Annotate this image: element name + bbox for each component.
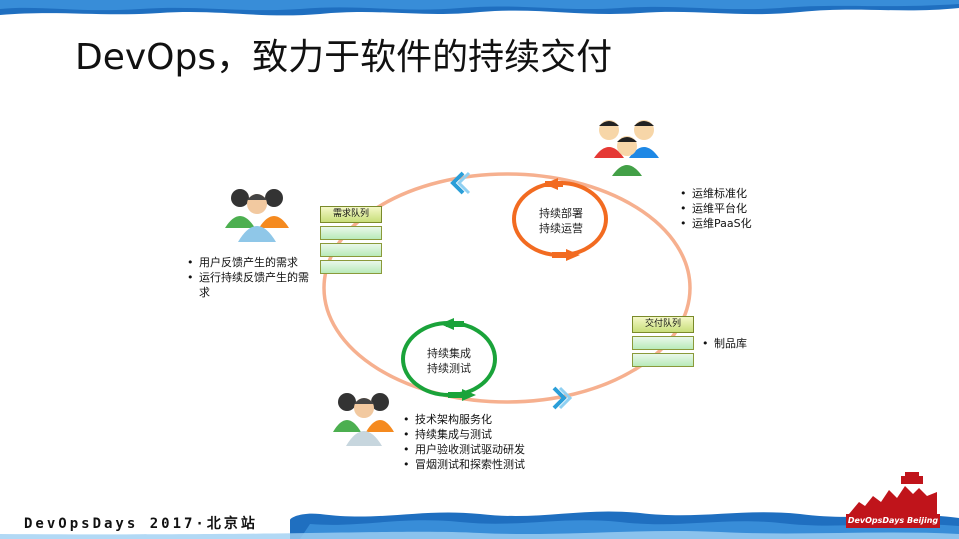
queue-slot <box>632 353 694 367</box>
chevron-right-icon <box>552 386 573 410</box>
ci-cycle-line2: 持续测试 <box>427 362 471 375</box>
people-group-icon <box>333 393 394 446</box>
logo-label: DevOpsDays Beijing <box>846 514 940 528</box>
list-item: 制品库 <box>700 336 780 351</box>
ci-cycle-ring <box>401 318 497 401</box>
deploy-cycle-ring <box>512 178 608 261</box>
chevron-left-icon <box>450 171 471 195</box>
artifact-repo-bullets: 制品库 <box>700 336 780 351</box>
demand-queue-label: 需求队列 <box>320 206 382 223</box>
queue-slot <box>320 260 382 274</box>
queue-slot <box>320 243 382 257</box>
delivery-loop <box>322 172 692 404</box>
top-decorative-band <box>0 0 959 16</box>
list-item: 运维标准化 <box>678 186 798 201</box>
page-title: DevOps，致力于软件的持续交付 <box>75 37 613 78</box>
great-wall-logo-icon <box>849 472 937 514</box>
ops-bullets: 运维标准化 运维平台化 运维PaaS化 <box>678 186 798 231</box>
queue-slot <box>632 336 694 350</box>
bottom-decorative-band <box>0 511 959 539</box>
people-group-icon <box>225 189 289 242</box>
list-item: 运维平台化 <box>678 201 798 216</box>
user-feedback-bullets: 用户反馈产生的需求 运行持续反馈产生的需求 <box>185 255 315 300</box>
list-item: 用户验收测试驱动研发 <box>401 442 581 457</box>
ci-cycle-line1: 持续集成 <box>427 347 471 360</box>
list-item: 持续集成与测试 <box>401 427 581 442</box>
list-item: 运行持续反馈产生的需求 <box>185 270 315 300</box>
footer-event-name: DevOpsDays 2017·北京站 <box>24 516 258 532</box>
list-item: 冒烟测试和探索性测试 <box>401 457 581 472</box>
ci-cycle-label: 持续集成 持续测试 <box>414 346 484 376</box>
deploy-cycle-line2: 持续运营 <box>539 222 583 235</box>
deploy-cycle-label: 持续部署 持续运营 <box>526 206 596 236</box>
deploy-cycle-line1: 持续部署 <box>539 207 583 220</box>
dev-bullets: 技术架构服务化 持续集成与测试 用户验收测试驱动研发 冒烟测试和探索性测试 <box>401 412 581 472</box>
delivery-queue: 交付队列 <box>632 316 694 370</box>
queue-slot <box>320 226 382 240</box>
list-item: 技术架构服务化 <box>401 412 581 427</box>
people-group-icon <box>594 120 659 176</box>
list-item: 运维PaaS化 <box>678 216 798 231</box>
list-item: 用户反馈产生的需求 <box>185 255 315 270</box>
demand-queue: 需求队列 <box>320 206 382 277</box>
delivery-queue-label: 交付队列 <box>632 316 694 333</box>
